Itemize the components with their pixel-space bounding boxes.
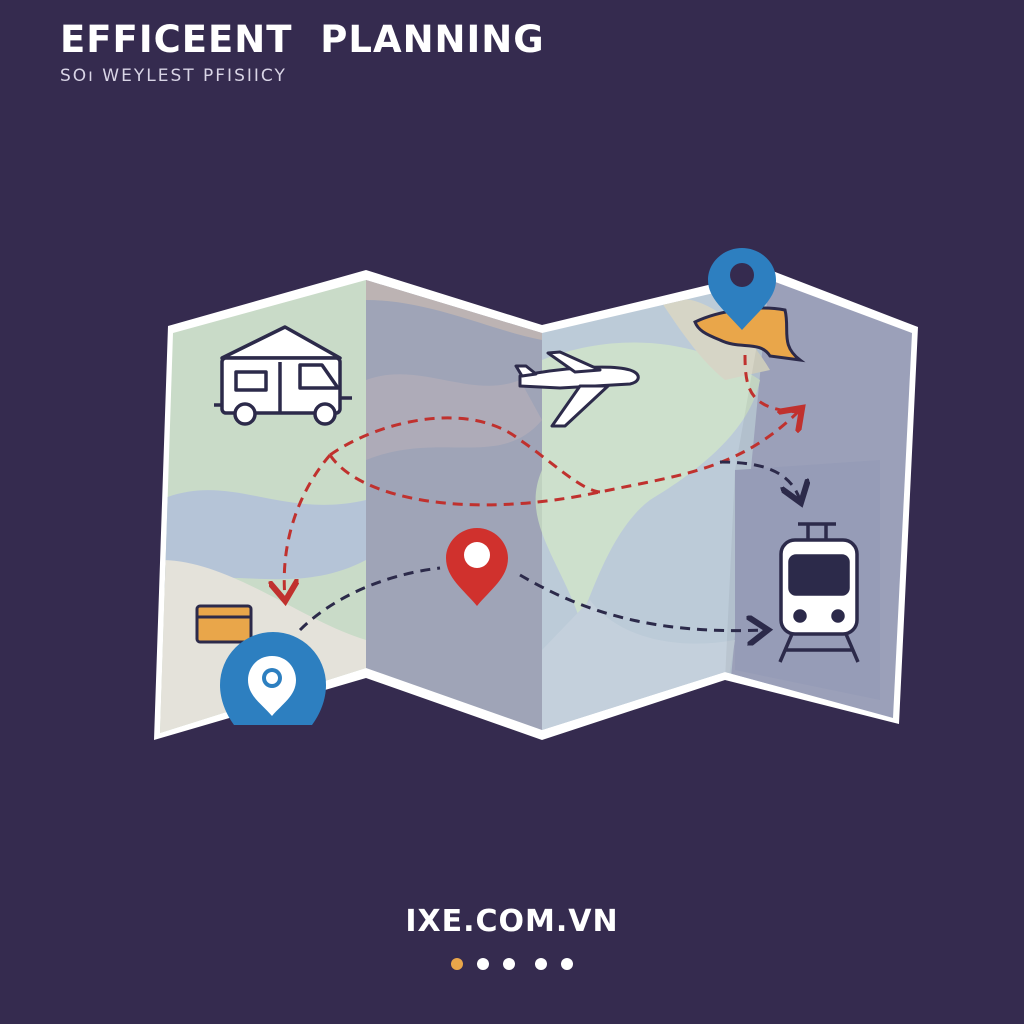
pagination-dot[interactable] [477,958,489,970]
pagination-dot[interactable] [535,958,547,970]
route-red-main [328,410,800,507]
location-pin-icon [220,632,326,725]
route-navy-left [298,566,441,632]
route-red-down [284,454,332,598]
pagination-dot-active[interactable] [451,958,463,970]
train-icon [778,522,860,663]
page-title: EFFICEENT PLANNING [60,18,545,61]
location-pin-icon [708,248,776,330]
page-subtitle: SOı WEYLEST PFISIICY [60,66,287,86]
route-navy-right [519,573,765,631]
card-icon [195,604,253,644]
route-navy-train [719,460,800,500]
pagination-dot[interactable] [503,958,515,970]
location-pin-icon [446,528,508,606]
pagination-dots [0,958,1024,970]
site-url: IXE.COM.VN [405,904,619,939]
route-red-pin [743,354,801,414]
camper-van-icon [214,325,352,426]
pagination-dot[interactable] [561,958,573,970]
airplane-icon [514,350,640,428]
